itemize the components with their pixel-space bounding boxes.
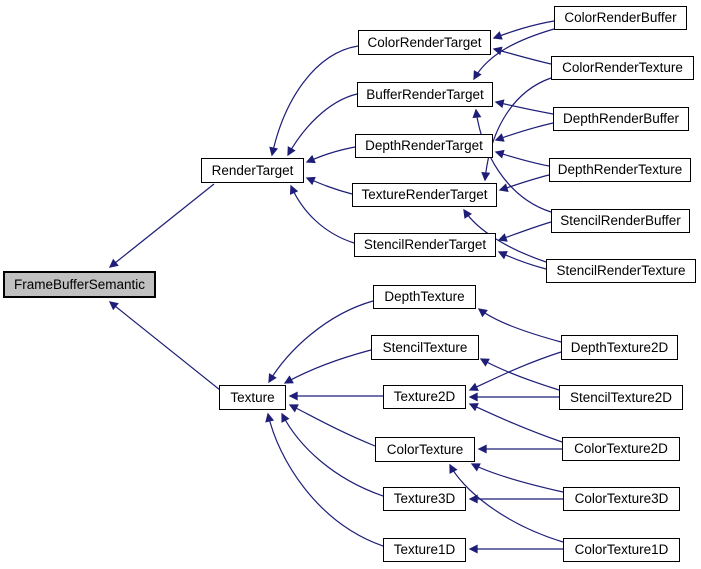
edge-DepthTexture2D-DepthTexture [477, 308, 562, 343]
edge-DepthRenderTexture-DepthRenderTarget [494, 149, 550, 167]
node-texture-1d[interactable]: Texture1D [383, 538, 466, 562]
node-render-target[interactable]: RenderTarget [201, 158, 304, 183]
edge-StencilRenderTexture-StencilRenderTarget [497, 251, 547, 270]
edge-TextureRenderTarget-RenderTarget [305, 176, 353, 195]
edge-ColorRenderBuffer-BufferRenderTarget [473, 28, 555, 81]
node-depth-texture[interactable]: DepthTexture [373, 285, 476, 309]
edge-RenderTarget-FrameBufferSemantic [108, 183, 215, 268]
edge-ColorRenderBuffer-ColorRenderTarget [492, 20, 555, 40]
node-color-render-texture[interactable]: ColorRenderTexture [551, 56, 694, 80]
edge-StencilRenderTarget-RenderTarget [289, 184, 355, 244]
node-color-render-target[interactable]: ColorRenderTarget [358, 30, 491, 55]
edge-ColorRenderTarget-RenderTarget [269, 45, 359, 157]
edge-DepthRenderTarget-RenderTarget [305, 146, 356, 164]
node-texture-render-target[interactable]: TextureRenderTarget [352, 183, 497, 207]
edge-ColorTexture2D-Texture2D [468, 403, 563, 443]
edge-Texture-FrameBufferSemantic [108, 301, 221, 391]
edge-StencilRenderBuffer-BufferRenderTarget [472, 108, 552, 213]
edge-ColorRenderTexture-TextureRenderTarget [481, 77, 552, 182]
edge-StencilTexture-Texture [283, 349, 372, 384]
node-texture-3d[interactable]: Texture3D [383, 487, 466, 511]
edge-ColorTexture1D-ColorTexture [449, 463, 564, 543]
node-stencil-texture[interactable]: StencilTexture [371, 335, 479, 360]
node-color-texture[interactable]: ColorTexture [375, 437, 475, 462]
node-color-texture-3d[interactable]: ColorTexture3D [563, 487, 680, 511]
node-frame-buffer-semantic: FrameBufferSemantic [3, 271, 156, 298]
node-texture-2d[interactable]: Texture2D [383, 385, 466, 409]
edge-StencilRenderTexture-TextureRenderTarget [463, 208, 547, 263]
edge-Texture1D-Texture [265, 412, 384, 547]
node-stencil-render-target[interactable]: StencilRenderTarget [354, 233, 496, 257]
edge-StencilRenderBuffer-StencilRenderTarget [497, 221, 552, 242]
edge-DepthTexture2D-Texture2D [468, 351, 562, 391]
edge-BufferRenderTarget-RenderTarget [287, 93, 358, 157]
node-depth-render-texture[interactable]: DepthRenderTexture [549, 158, 691, 182]
edge-ColorTexture3D-ColorTexture [470, 463, 564, 493]
edge-StencilTexture2D-StencilTexture [479, 358, 560, 391]
node-stencil-texture-2d[interactable]: StencilTexture2D [559, 385, 683, 410]
node-depth-render-target[interactable]: DepthRenderTarget [355, 134, 493, 158]
node-buffer-render-target[interactable]: BufferRenderTarget [357, 82, 493, 107]
node-stencil-render-buffer[interactable]: StencilRenderBuffer [551, 209, 690, 233]
edge-DepthTexture-Texture [268, 300, 374, 384]
node-color-texture-1d[interactable]: ColorTexture1D [563, 538, 680, 562]
edge-Texture3D-Texture [281, 412, 384, 497]
node-texture[interactable]: Texture [219, 385, 286, 410]
node-color-render-buffer[interactable]: ColorRenderBuffer [554, 6, 687, 30]
node-depth-texture-2d[interactable]: DepthTexture2D [561, 335, 678, 360]
node-color-texture-2d[interactable]: ColorTexture2D [562, 437, 680, 461]
edge-DepthRenderBuffer-DepthRenderTarget [494, 122, 554, 142]
edge-ColorRenderTexture-ColorRenderTarget [492, 46, 552, 65]
edge-DepthRenderBuffer-BufferRenderTarget [494, 99, 554, 115]
node-stencil-render-texture[interactable]: StencilRenderTexture [546, 259, 696, 283]
edge-ColorTexture-Texture [288, 404, 376, 447]
node-depth-render-buffer[interactable]: DepthRenderBuffer [553, 107, 689, 131]
edge-DepthRenderTexture-TextureRenderTarget [498, 174, 550, 193]
